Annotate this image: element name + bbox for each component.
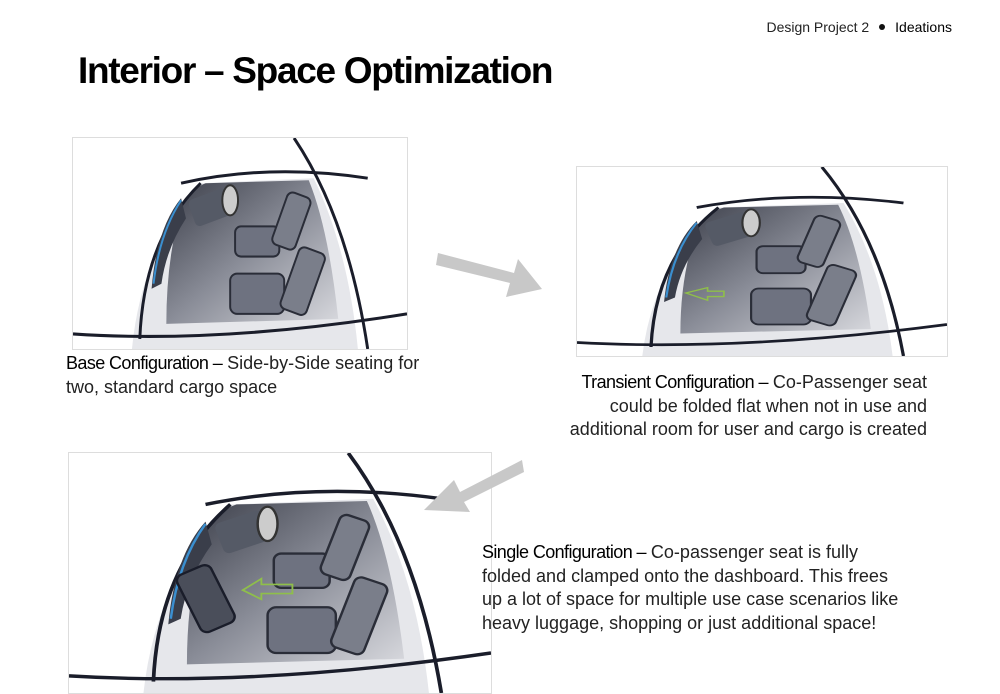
config-name: Transient Configuration – [581,372,768,392]
config-name: Base Configuration – [66,353,223,373]
transient-configuration-sketch [576,166,948,357]
single-configuration-caption: Single Configuration – Co-passenger seat… [482,541,912,635]
bullet-separator [879,24,886,30]
page-title: Interior – Space Optimization [78,50,554,91]
transient-configuration-caption: Transient Configuration – Co-Passenger s… [555,371,927,442]
config-name: Single Configuration – [482,542,647,562]
section-label: Ideations [895,19,952,35]
base-configuration-sketch [72,137,408,350]
arrow-left-icon [424,460,524,512]
config-description: Side-by-Side seating for two, standard c… [66,353,420,397]
header-breadcrumb: Design Project 2 Ideations [766,19,952,35]
arrow-right-icon [436,253,542,297]
single-configuration-sketch [68,452,492,694]
base-configuration-caption: Base Configuration – Side-by-Side seatin… [66,352,446,399]
project-label: Design Project 2 [766,19,870,35]
config-description: Co-Passenger seat could be folded flat w… [569,372,927,439]
config-description: Co-passenger seat is fully folded and cl… [482,542,899,633]
